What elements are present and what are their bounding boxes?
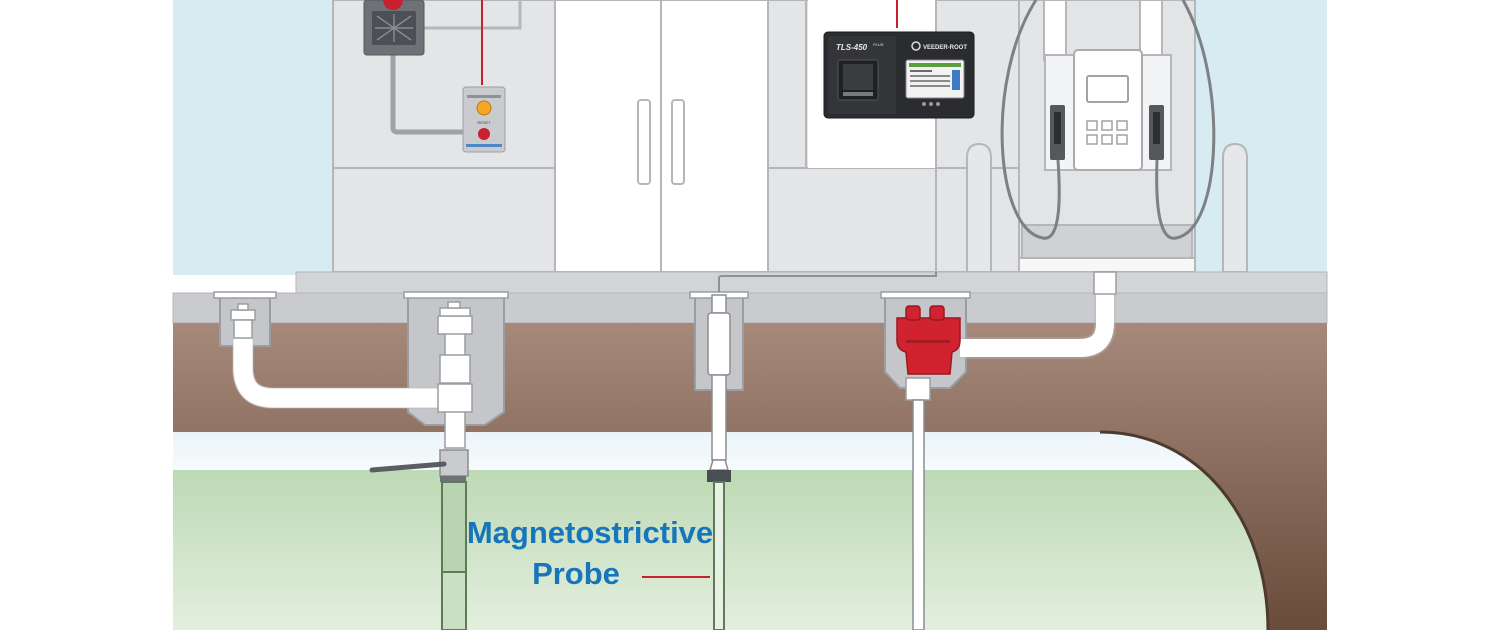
probe-float bbox=[707, 470, 731, 482]
probe-label-line2: Probe bbox=[532, 556, 620, 591]
probe-label-line1: Magnetostrictive bbox=[466, 515, 714, 550]
fuel-dispenser bbox=[1000, 0, 1216, 273]
alarm-lamp-icon bbox=[476, 100, 492, 116]
dispenser-payment-panel bbox=[1073, 49, 1143, 171]
reset-label: RESET bbox=[477, 120, 491, 125]
probe-head bbox=[707, 312, 731, 376]
dispenser-display bbox=[1086, 75, 1129, 103]
console-model: TLS-450 bbox=[836, 43, 868, 52]
probe-callout-label: Magnetostrictive Probe bbox=[445, 512, 735, 594]
overfill-lever bbox=[369, 461, 447, 473]
hose-right bbox=[1155, 0, 1216, 240]
probe-cable bbox=[718, 272, 937, 292]
hose-left bbox=[1000, 0, 1061, 240]
alarm-horn bbox=[363, 0, 425, 56]
magnetostrictive-probe bbox=[707, 272, 937, 630]
alarm-conduit bbox=[390, 55, 464, 135]
door-handle-right bbox=[671, 99, 685, 185]
dispenser-keypad bbox=[1086, 120, 1128, 145]
fill-riser bbox=[369, 301, 473, 630]
console-model-suffix: PLUS bbox=[873, 42, 884, 47]
console-touchscreen bbox=[905, 59, 965, 99]
vent-fitting bbox=[230, 303, 256, 339]
veeder-root-logo-icon bbox=[911, 41, 921, 51]
bollards bbox=[966, 142, 1248, 273]
alarm-reset-box: RESET bbox=[462, 86, 506, 153]
submersible-pump-head bbox=[896, 305, 961, 630]
dispenser-island bbox=[1018, 257, 1196, 273]
reset-button-icon bbox=[478, 128, 490, 140]
console-brand: VEEDER-ROOT bbox=[923, 45, 967, 51]
tls-console: TLS-450 PLUS VEEDER-ROOT bbox=[823, 31, 975, 119]
door-handle-left bbox=[637, 99, 651, 185]
double-doors bbox=[554, 0, 769, 273]
forecourt-slab bbox=[172, 292, 1328, 324]
